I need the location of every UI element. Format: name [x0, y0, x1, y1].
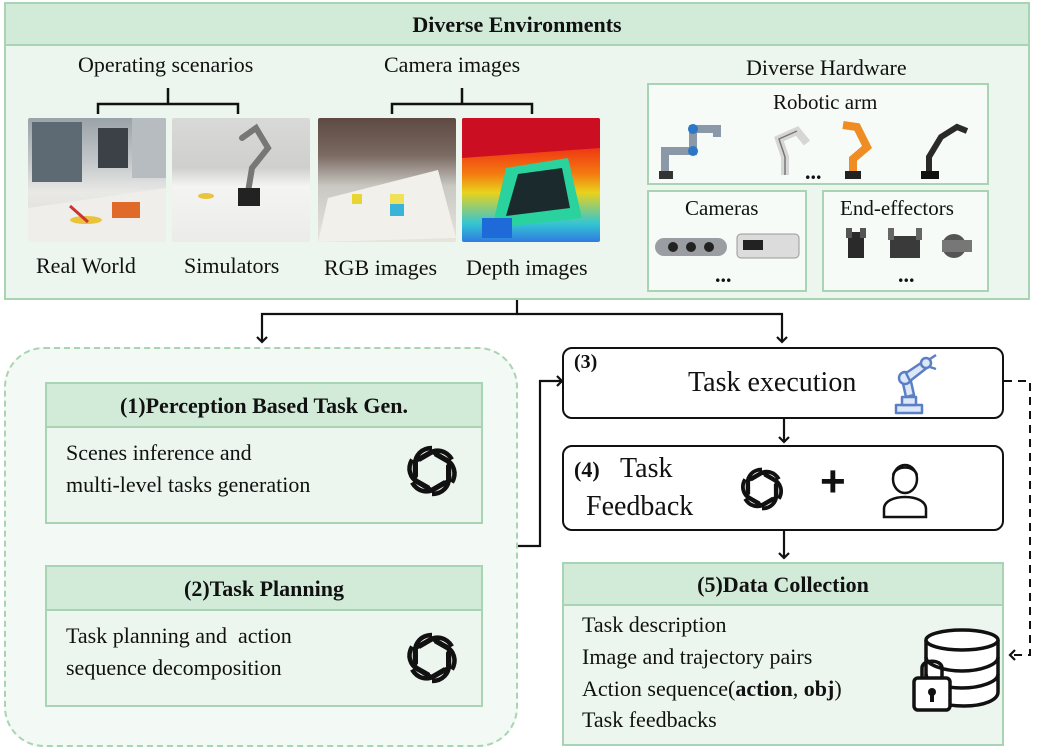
step2-title: (2)Task Planning [184, 576, 344, 601]
step5-item-task-description: Task description [582, 612, 727, 637]
step3-box: (3) Task execution [562, 347, 1004, 419]
step2-header: (2)Task Planning [47, 567, 481, 611]
operating-scenarios-label: Operating scenarios [78, 52, 254, 77]
rgb-scene [318, 170, 456, 242]
diverse-hardware-label: Diverse Hardware [746, 55, 907, 80]
step2-panel: (2)Task Planning Task planning and actio… [45, 565, 483, 707]
step1-header: (1)Perception Based Task Gen. [47, 384, 481, 428]
step5-header: (5)Data Collection [564, 564, 1002, 606]
robotic-arm-label: Robotic arm [773, 90, 878, 114]
simulators-caption: Simulators [184, 253, 280, 278]
operating-bracket [96, 88, 240, 114]
orange-arm-icon [842, 121, 872, 179]
rgb-image [318, 118, 456, 242]
chatgpt-icon [407, 632, 457, 684]
step5-panel: (5)Data Collection Task description Imag… [562, 562, 1004, 746]
step4-line2: Feedback [586, 491, 694, 522]
real-world-caption: Real World [36, 253, 136, 278]
step1-panel: (1)Perception Based Task Gen. Scenes inf… [45, 382, 483, 524]
end-effectors-ellipsis: ... [898, 262, 915, 287]
white-arm-icon [774, 126, 811, 175]
cameras-box: Cameras ... [647, 190, 807, 292]
step5-title: (5)Data Collection [697, 572, 869, 597]
robotic-arm-box: Robotic arm ... [647, 83, 989, 185]
step5-item-task-feedbacks: Task feedbacks [582, 707, 717, 732]
action-seq-prefix: Action sequence( [582, 676, 736, 701]
step4-number: (4) [574, 457, 600, 482]
step1-title: (1)Perception Based Task Gen. [119, 393, 409, 418]
gripper-icons [846, 228, 972, 258]
action-seq-obj: obj [803, 676, 835, 701]
plus-sign: + [820, 457, 846, 506]
step4-box: (4) Task Feedback + [562, 445, 1004, 531]
step2-line2: sequence decomposition [66, 655, 282, 680]
robot-arm-icon [894, 353, 937, 415]
simulator-scene [198, 123, 272, 206]
chatgpt-icon [741, 467, 783, 511]
cameras-label: Cameras [685, 196, 759, 220]
action-seq-action: action [735, 676, 793, 701]
environments-header: Diverse Environments [6, 4, 1028, 46]
end-effectors-box: End-effectors ... [822, 190, 989, 292]
rgb-caption: RGB images [324, 255, 438, 280]
ur-arm-icon [659, 124, 721, 179]
step5-item-action-sequence: Action sequence(action, obj) [582, 676, 842, 702]
step1-line2: multi-level tasks generation [66, 472, 311, 497]
step1-line1: Scenes inference and [66, 440, 252, 465]
black-arm-icon [921, 123, 969, 179]
environments-title: Diverse Environments [412, 12, 622, 37]
camera-bracket [390, 88, 534, 114]
depth-image [462, 118, 600, 242]
real-world-scene [28, 118, 166, 242]
end-effectors-label: End-effectors [840, 196, 954, 220]
step5-item-image-trajectory: Image and trajectory pairs [582, 644, 813, 669]
depth-scene [462, 118, 600, 238]
camera-device-icons [655, 233, 800, 259]
action-seq-sep: , [792, 676, 804, 701]
human-icon [882, 463, 928, 519]
robotic-arm-icons [659, 121, 969, 179]
step2-line1: Task planning and action [66, 623, 292, 648]
action-seq-suffix: ) [834, 676, 842, 701]
step4-line1: Task [620, 453, 673, 484]
simulator-image [172, 118, 310, 242]
real-world-image [28, 118, 166, 242]
chatgpt-icon [407, 445, 457, 497]
step3-number: (3) [574, 351, 598, 373]
robotic-arm-ellipsis: ... [805, 159, 822, 184]
camera-images-label: Camera images [384, 52, 521, 77]
cameras-ellipsis: ... [715, 262, 732, 287]
database-lock-icon [912, 628, 1000, 712]
depth-caption: Depth images [466, 255, 588, 280]
step3-label: Task execution [688, 367, 857, 398]
